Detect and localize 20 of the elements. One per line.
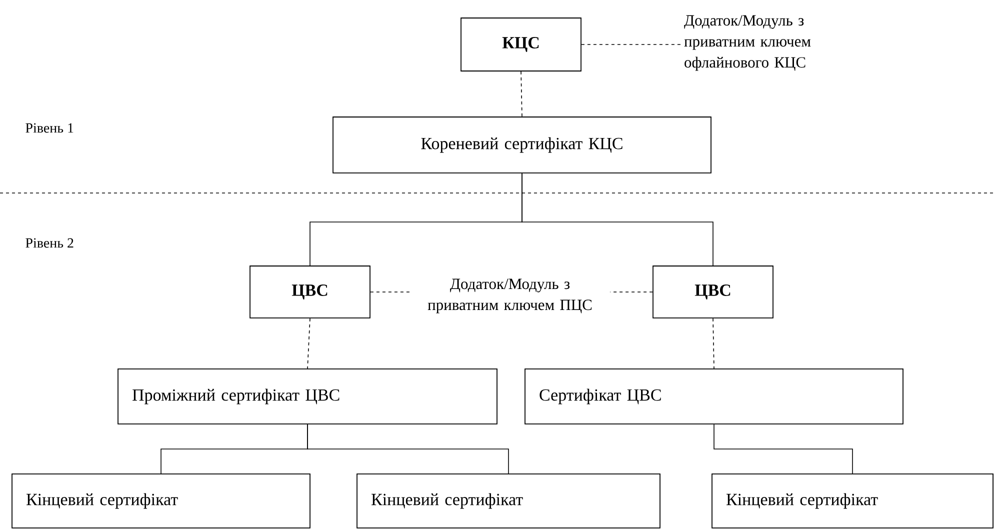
connector [307,318,310,369]
connector [520,71,522,117]
authority-box: ЦВС [250,266,370,318]
certificate-box: Кінцевий сертифікат [356,474,660,528]
certificate-box: Кінцевий сертифікат [12,474,310,528]
connector [714,424,853,474]
connector [712,318,714,369]
authority-box: КЦС [460,18,582,72]
note-text: Додаток/Модуль з приватним ключем ПЦС [428,278,592,314]
level-label: Рівень 1 [26,123,74,133]
certificate-box: Проміжний сертифікат ЦВС [118,368,498,424]
certificate-box: Сертифікат ЦВС [524,368,904,424]
certificate-box: Кореневий сертифікат КЦС [332,116,712,174]
connector [581,44,682,45]
level-label: Рівень 2 [26,238,74,248]
authority-box: ЦВС [652,266,774,318]
certificate-box: Кінцевий сертифікат [712,474,994,528]
note-text: Додаток/Модуль з приватним ключем офлайнового КЦС [684,15,811,71]
connector [522,173,714,266]
connector [307,424,509,474]
